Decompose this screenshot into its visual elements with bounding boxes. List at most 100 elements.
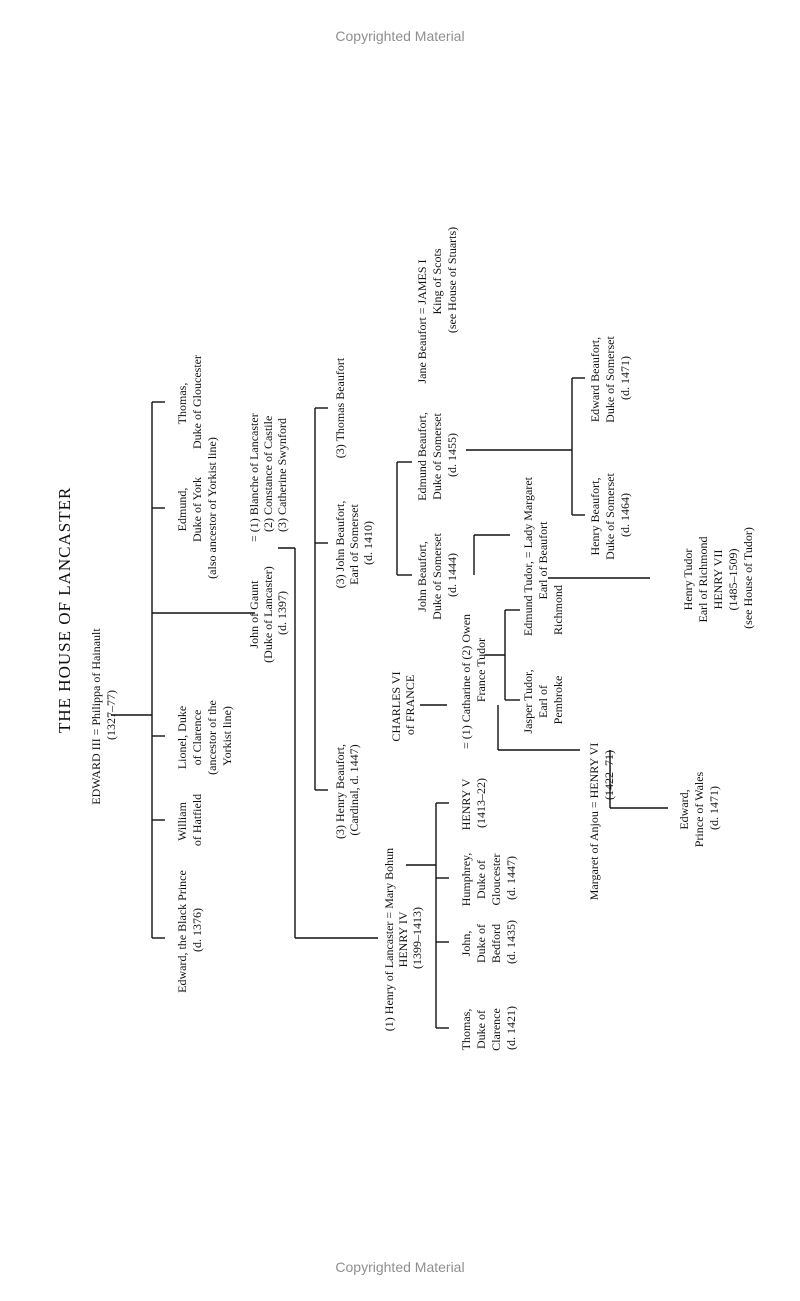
jane-beaufort-line: Jane Beaufort = JAMES I: [415, 259, 429, 383]
henry-vii-line: (1485–1509): [726, 549, 740, 611]
henry-iv-line: HENRY IV: [396, 911, 410, 967]
john-beaufort-earl: (3) John Beaufort, Earl of Somerset (d. …: [333, 498, 375, 589]
charles-vi-line: CHARLES VI: [389, 671, 403, 741]
william-line: William: [175, 801, 189, 841]
gaunt-line: (d. 1397): [275, 591, 289, 635]
lionel-line: (ancestor of the: [205, 700, 219, 775]
edmund-beaufort: Edmund Beaufort, Duke of Somerset (d. 14…: [415, 409, 459, 501]
humphrey-gloucester: Humphrey, Duke of Gloucester (d. 1447): [459, 850, 518, 907]
henry-vii: Henry Tudor Earl of Richmond HENRY VII (…: [681, 527, 755, 629]
edmund-duke-of-york: Edmund, Duke of York (also ancestor of Y…: [175, 437, 219, 579]
henry-beaufort-duke-line: Duke of Somerset: [603, 473, 617, 560]
jane-beaufort-line: (see House of Stuarts): [445, 227, 459, 333]
edward-beaufort-line: Duke of Somerset: [603, 336, 617, 423]
john-of-gaunt: John of Gaunt (Duke of Lancaster) (d. 13…: [247, 563, 289, 663]
prince-wales-line: Prince of Wales: [692, 771, 706, 847]
john-beaufort-earl-line: Earl of Somerset: [347, 504, 361, 585]
thomas-clarence-line: (d. 1421): [504, 1006, 518, 1050]
edmund-tudor-line: Richmond: [551, 585, 565, 635]
catharine-line: = (1) Catharine of (2) Owen: [459, 614, 473, 749]
edmund-beaufort-line: Duke of Somerset: [430, 413, 444, 500]
john-beaufort-duke-line: John Beaufort,: [415, 541, 429, 612]
thomas-clarence-line: Clarence: [489, 1008, 503, 1051]
edward-prince-of-wales: Edward, Prince of Wales (d. 1471): [677, 769, 721, 847]
gaunt-wife-line: (3) Catherine Swynford: [275, 418, 289, 532]
edward-beaufort: Edward Beaufort, Duke of Somerset (d. 14…: [588, 333, 632, 423]
john-beaufort-duke-line: Duke of Somerset: [430, 533, 444, 620]
gaunt-wife-line: (2) Constance of Castile: [261, 416, 275, 532]
catharine-line: France Tudor: [474, 638, 488, 702]
bedford-line: John,: [459, 931, 473, 957]
charles-vi-line: of FRANCE: [403, 675, 417, 735]
edward-iii: EDWARD III = Philippa of Hainault (1327–…: [89, 625, 118, 804]
thomas-gloucester-line: Thomas,: [175, 383, 189, 425]
bedford-line: Duke of: [474, 924, 488, 963]
edmund-york-line: (also ancestor of Yorkist line): [205, 437, 219, 579]
john-beaufort-duke-line: (d. 1444): [445, 553, 459, 597]
edmund-tudor-line: Earl of Beaufort: [536, 521, 550, 600]
lionel-clarence: Lionel, Duke of Clarence (ancestor of th…: [175, 697, 234, 775]
thomas-duke-of-clarence: Thomas, Duke of Clarence (d. 1421): [459, 1005, 518, 1051]
margaret-anjou-line: (1422–71): [602, 750, 616, 800]
jasper-line: Jasper Tudor,: [521, 669, 535, 733]
bedford-line: (d. 1435): [504, 920, 518, 964]
henry-iv: (1) Henry of Lancaster = Mary Bohun HENR…: [382, 845, 424, 1031]
henry-beaufort-duke: Henry Beaufort, Duke of Somerset (d. 146…: [588, 470, 632, 560]
william-of-hatfield: William of Hatfield: [175, 794, 204, 846]
edmund-tudor: Edmund Tudor, = Lady Margaret Earl of Be…: [521, 474, 565, 636]
thomas-gloucester-line: Duke of Gloucester: [190, 355, 204, 449]
prince-wales-line: Edward,: [677, 789, 691, 829]
watermark-top: Copyrighted Material: [335, 28, 465, 44]
edmund-beaufort-line: (d. 1455): [445, 433, 459, 477]
edward-beaufort-line: Edward Beaufort,: [588, 337, 602, 422]
bedford-line: Bedford: [489, 924, 503, 963]
gaunt-wife-line: = (1) Blanche of Lancaster: [247, 413, 261, 542]
watermark-bottom: Copyrighted Material: [335, 1259, 465, 1275]
catharine-of-france: = (1) Catharine of (2) Owen France Tudor: [459, 611, 488, 749]
william-line: of Hatfield: [190, 794, 204, 846]
henry-v-line: HENRY V: [459, 778, 473, 830]
gaunt-line: John of Gaunt: [247, 580, 261, 649]
john-beaufort-earl-line: (3) John Beaufort,: [333, 501, 347, 589]
margaret-of-anjou: Margaret of Anjou = HENRY VI (1422–71): [587, 740, 616, 901]
jasper-line: Earl of: [536, 685, 550, 718]
edward-iii-line: EDWARD III = Philippa of Hainault: [89, 628, 103, 805]
henry-beaufort-duke-line: Henry Beaufort,: [588, 478, 602, 556]
henry-iv-line: (1399–1413): [410, 907, 424, 969]
cardinal-line: (3) Henry Beaufort,: [333, 744, 347, 839]
cardinal-line: (Cardinal, d. 1447): [347, 744, 361, 835]
edmund-york-line: Edmund,: [175, 488, 189, 532]
humphrey-line: Duke of: [474, 860, 488, 899]
henry-vii-line: HENRY VII: [711, 550, 725, 610]
henry-beaufort-cardinal: (3) Henry Beaufort, (Cardinal, d. 1447): [333, 741, 361, 839]
edmund-tudor-line: Edmund Tudor, = Lady Margaret: [521, 476, 535, 636]
thomas-beaufort: (3) Thomas Beaufort: [333, 357, 347, 458]
black-prince-line: Edward, the Black Prince: [175, 870, 189, 993]
jasper-line: Pembroke: [551, 676, 565, 725]
henry-beaufort-duke-line: (d. 1464): [618, 493, 632, 537]
jasper-tudor: Jasper Tudor, Earl of Pembroke: [521, 666, 565, 733]
margaret-anjou-line: Margaret of Anjou = HENRY VI: [587, 743, 601, 901]
humphrey-line: Gloucester: [489, 854, 503, 906]
henry-v: HENRY V (1413–22): [459, 776, 488, 830]
jane-beaufort: Jane Beaufort = JAMES I King of Scots (s…: [415, 227, 459, 384]
henry-vii-line: Earl of Richmond: [696, 537, 710, 623]
black-prince: Edward, the Black Prince (d. 1376): [175, 867, 204, 993]
thomas-clarence-line: Thomas,: [459, 1009, 473, 1051]
jane-beaufort-line: King of Scots: [430, 248, 444, 314]
edward-iii-line: (1327–77): [104, 690, 118, 740]
john-beaufort-duke: John Beaufort, Duke of Somerset (d. 1444…: [415, 530, 459, 620]
edmund-beaufort-line: Edmund Beaufort,: [415, 412, 429, 501]
thomas-clarence-line: Duke of: [474, 1010, 488, 1049]
humphrey-line: (d. 1447): [504, 856, 518, 900]
john-duke-of-bedford: John, Duke of Bedford (d. 1435): [459, 920, 518, 964]
gaunt-wives: = (1) Blanche of Lancaster (2) Constance…: [247, 410, 289, 542]
henry-v-line: (1413–22): [474, 778, 488, 828]
thomas-duke-of-gloucester: Thomas, Duke of Gloucester: [175, 355, 204, 449]
prince-wales-line: (d. 1471): [707, 786, 721, 830]
henry-iv-line: (1) Henry of Lancaster = Mary Bohun: [382, 848, 396, 1031]
gaunt-line: (Duke of Lancaster): [261, 566, 275, 663]
henry-vii-line: Henry Tudor: [681, 549, 695, 611]
lionel-line: of Clarence: [190, 710, 204, 766]
thomas-beaufort-line: (3) Thomas Beaufort: [333, 357, 347, 458]
